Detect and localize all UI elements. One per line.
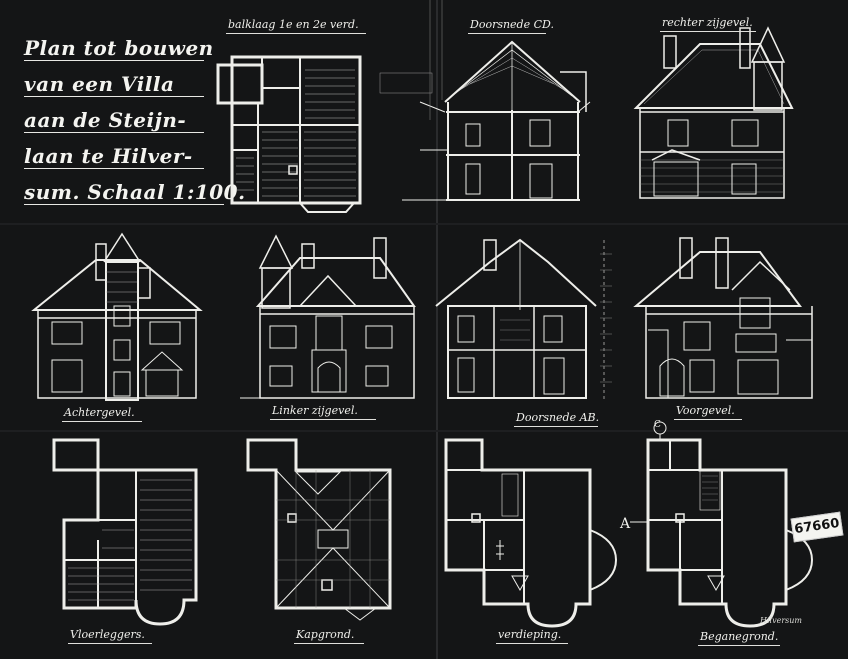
caption-beganegrond: Beganegrond.	[700, 630, 779, 643]
verdieping-plan	[444, 438, 618, 628]
caption-kapgrond: Kapgrond.	[296, 628, 355, 641]
rechter-zijgevel-elevation	[633, 26, 794, 199]
beganegrond-plan	[630, 421, 814, 628]
caption-vloerleggers: Vloerleggers.	[70, 628, 145, 641]
section-marker-a: A	[620, 516, 631, 532]
title-line-2: van een Villa	[24, 72, 175, 96]
doorsnede-cd-section	[379, 40, 591, 201]
title-line-5: sum. Schaal 1:100.	[24, 180, 246, 204]
title-line-1: Plan tot bouwen	[24, 36, 214, 60]
dimension-lines	[429, 0, 612, 383]
balklaag-plan	[216, 55, 362, 213]
title-line-4: laan te Hilver-	[24, 144, 193, 168]
caption-rechter-zijgevel: rechter zijgevel.	[662, 16, 753, 29]
achtergevel-elevation	[31, 232, 203, 401]
sheet-fold-vertical	[436, 0, 438, 659]
kapgrond-plan	[246, 438, 392, 621]
sheet-fold-horizontal-bottom	[0, 430, 848, 432]
caption-balklaag: balklaag 1e en 2e verd.	[228, 18, 359, 31]
title-line-3: aan de Steijn-	[24, 108, 187, 132]
caption-achtergevel: Achtergevel.	[64, 406, 135, 419]
voorgevel-elevation	[633, 237, 813, 399]
caption-voorgevel: Voorgevel.	[676, 404, 735, 417]
caption-doorsnede-ab: Doorsnede AB.	[516, 411, 600, 424]
architect-signature: Hilversum	[760, 616, 803, 625]
caption-verdieping: verdieping.	[498, 628, 562, 641]
doorsnede-ab-section	[435, 238, 605, 400]
linker-zijgevel-elevation	[240, 234, 416, 399]
sheet-fold-horizontal-top	[0, 223, 848, 225]
caption-doorsnede-cd: Doorsnede CD.	[470, 18, 554, 31]
caption-linker-zijgevel: Linker zijgevel.	[272, 404, 358, 417]
section-marker-c: C	[654, 420, 661, 430]
vloerleggers-plan	[52, 438, 198, 626]
